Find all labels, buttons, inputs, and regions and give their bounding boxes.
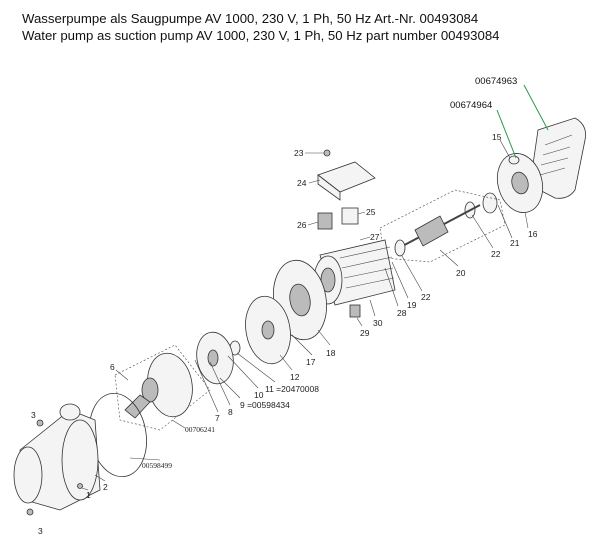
callout-10: 10 (254, 390, 264, 400)
callout-27: 27 (370, 232, 380, 242)
callout-00674963: 00674963 (475, 76, 517, 87)
callout-7: 7 (215, 413, 220, 423)
callout-3b: 3 (38, 526, 43, 536)
fan-cover (529, 117, 586, 199)
callout-30: 30 (373, 318, 383, 328)
title-english: Water pump as suction pump AV 1000, 230 … (22, 28, 500, 43)
callout-25: 25 (366, 207, 376, 217)
callout-2: 2 (103, 482, 108, 492)
callout-00598499: 00598499 (142, 461, 172, 470)
callout-23: 23 (294, 148, 304, 158)
title-german: Wasserpumpe als Saugpumpe AV 1000, 230 V… (22, 11, 479, 26)
callout-16: 16 (528, 229, 538, 239)
callout-24: 24 (297, 178, 307, 188)
callout-3a: 3 (31, 410, 36, 420)
callout-11: 11 =20470008 (265, 384, 319, 394)
callout-12: 12 (290, 372, 300, 382)
callout-29: 29 (360, 328, 370, 338)
callout-1: 1 (86, 490, 91, 500)
callout-6: 6 (110, 362, 115, 372)
fan-wheel (496, 153, 544, 213)
callout-8: 8 (228, 407, 233, 417)
shaft-seal (261, 320, 275, 340)
callout-20: 20 (456, 268, 466, 278)
leader-lines (81, 84, 549, 491)
callout-26: 26 (297, 220, 307, 230)
bearing-22b (394, 239, 406, 257)
callout-19: 19 (407, 300, 417, 310)
callout-22a: 22 (491, 249, 501, 259)
callout-22b: 22 (421, 292, 431, 302)
callout-28: 28 (397, 308, 407, 318)
capacitor-29 (349, 304, 361, 318)
callout-18: 18 (326, 348, 336, 358)
callout-00674964: 00674964 (450, 100, 492, 111)
motor-housing (313, 239, 396, 306)
callout-00706241: 00706241 (185, 425, 215, 434)
impeller-9 (196, 331, 234, 385)
callout-21: 21 (510, 238, 520, 248)
pump-body (13, 403, 101, 516)
callout-17: 17 (306, 357, 316, 367)
callout-9: 9 =00598434 (240, 400, 290, 410)
bearing-22 (482, 192, 498, 214)
diffuser-assembly (114, 344, 211, 431)
terminal-box (317, 149, 376, 230)
callout-15: 15 (492, 132, 502, 142)
